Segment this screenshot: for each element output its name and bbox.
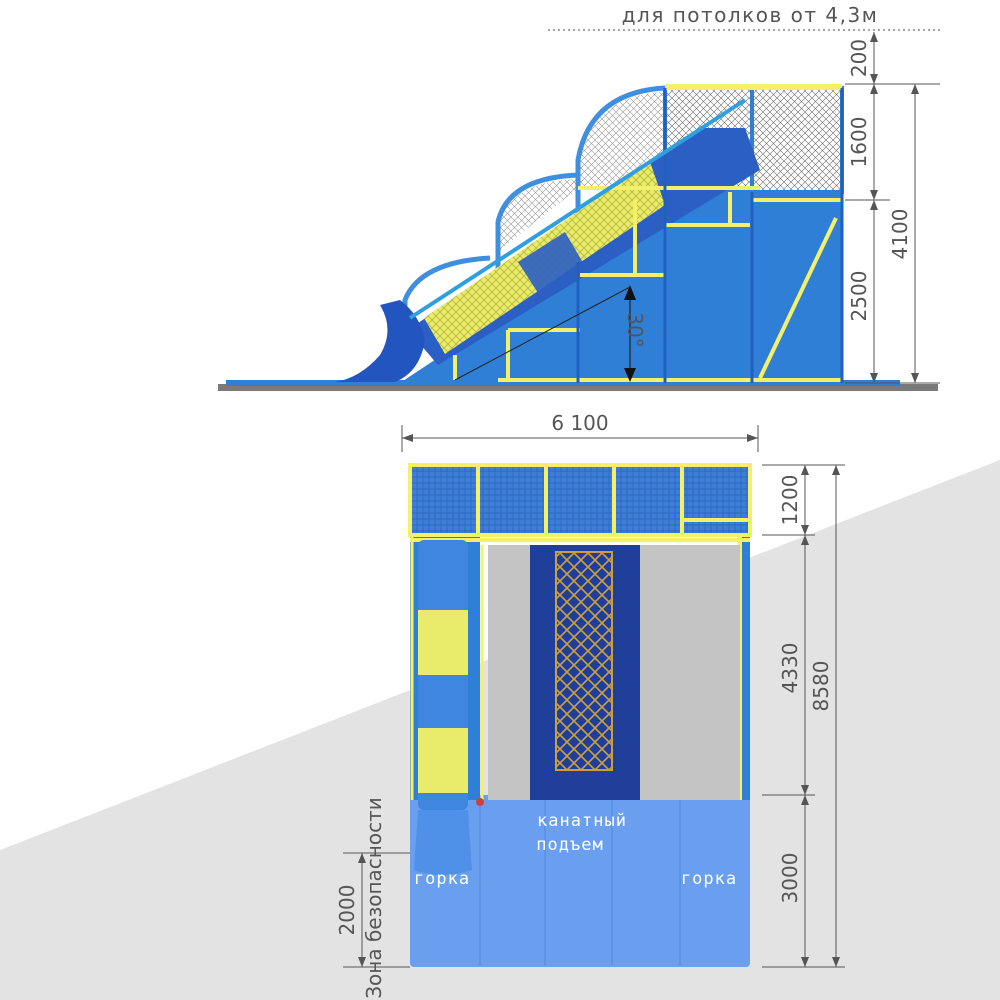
rope-climb-label-1: канатный: [537, 811, 627, 831]
dim-2500: 2500: [847, 271, 871, 322]
arch-mid: [495, 172, 579, 318]
safety-mat: [410, 795, 750, 967]
dim-4330: 4330: [778, 643, 802, 694]
dim-1600: 1600: [847, 117, 871, 168]
top-view: 6 100: [335, 411, 845, 999]
top-dimensions: [762, 464, 845, 968]
dim-200: 200: [847, 39, 871, 77]
yellow-frame: [453, 186, 842, 382]
angle-line-slope: [454, 286, 631, 381]
dim-1200: 1200: [778, 475, 802, 526]
ground-line: [218, 384, 938, 391]
structure-body: [400, 192, 842, 383]
dim-2000: 2000: [335, 885, 359, 936]
tube-yellow-band-1: [418, 610, 468, 675]
dim-3000: 3000: [778, 853, 802, 904]
arch-top: [575, 85, 666, 262]
slide-chute: [335, 300, 425, 382]
dim-8580: 8580: [809, 661, 833, 712]
slide-label-left: горка: [414, 869, 470, 889]
rope-climb-label-2: подъем: [536, 835, 603, 855]
angle-label: 30°: [623, 312, 647, 347]
width-label: 6 100: [551, 411, 608, 435]
ceiling-note: для потолков от 4,3м: [622, 3, 879, 27]
grey-panel-right: [640, 545, 740, 800]
right-frame: [740, 535, 750, 800]
arch-low: [402, 255, 491, 360]
dim-4100: 4100: [888, 209, 912, 260]
tube-yellow-band-2: [418, 728, 468, 793]
rope-net: [556, 552, 612, 770]
safety-zone-label: Зона безопасности: [362, 797, 386, 999]
top-rail: [408, 98, 747, 320]
slide-label-right: горка: [681, 869, 737, 889]
side-dimensions: [845, 32, 940, 384]
top-mesh-band: [410, 465, 750, 535]
grey-panel-left: [488, 545, 530, 800]
side-view: 30° для потолков от 4,3м 200 1600 2500 4…: [218, 3, 940, 391]
